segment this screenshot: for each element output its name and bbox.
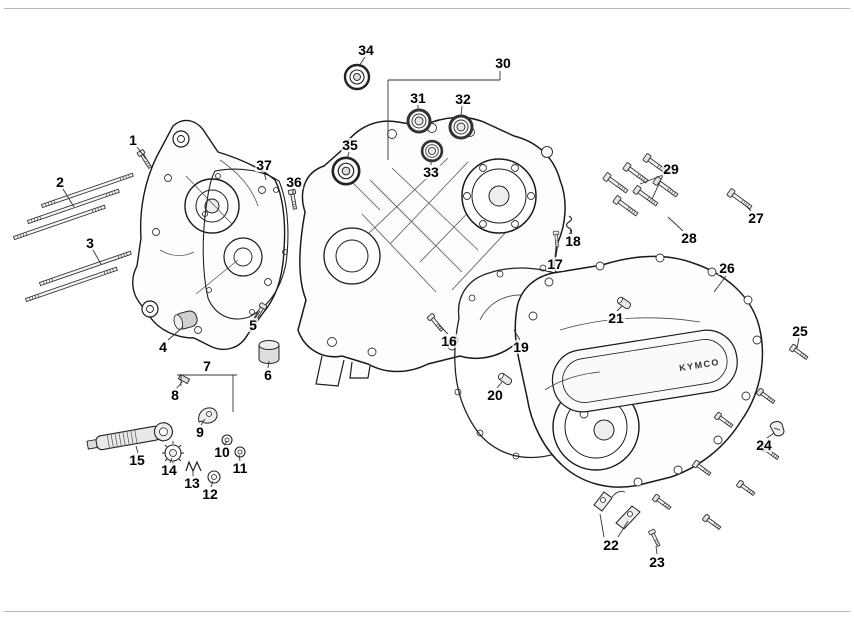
cvt-cover-drawing: KYMCO — [514, 253, 764, 488]
kickstart-shaft-drawing — [86, 422, 174, 451]
washer-11-drawing — [234, 446, 246, 458]
oil-seal-34-drawing — [343, 63, 371, 91]
ratchet-gear-14-drawing — [162, 441, 184, 465]
bolt-25-drawing — [788, 343, 810, 362]
cable-bracket-22-drawing — [593, 490, 641, 530]
bearing-31-drawing — [406, 108, 432, 134]
dowel-20-drawing — [496, 371, 514, 387]
bolt-set-28-29-drawing — [602, 152, 680, 219]
screw-23-drawing — [647, 528, 663, 548]
main-crankcase-drawing — [297, 116, 566, 387]
oil-seal-35-drawing — [331, 156, 361, 186]
spring-13-drawing — [185, 460, 202, 473]
key-8-drawing — [177, 373, 191, 385]
bushing-6-drawing — [258, 340, 280, 364]
spring-18-drawing — [565, 215, 573, 235]
bolt-27-drawing — [726, 187, 754, 212]
pawl-9-drawing — [198, 407, 218, 424]
clamp-24-drawing — [769, 421, 785, 437]
leader-lines — [62, 56, 800, 555]
crankcase-gasket-drawing — [202, 168, 289, 320]
washer-12-drawing — [207, 470, 221, 484]
page-border-top — [4, 8, 850, 9]
bushing-4-drawing — [173, 310, 198, 330]
page-border-bottom — [4, 611, 850, 612]
bearing-33-drawing — [420, 139, 444, 163]
bolt-1-drawing — [136, 148, 154, 170]
circlip-10-drawing — [221, 434, 233, 446]
stud-set-3-drawing — [25, 250, 132, 302]
bearing-32-drawing — [448, 114, 474, 140]
left-crankcase-drawing — [132, 119, 286, 350]
